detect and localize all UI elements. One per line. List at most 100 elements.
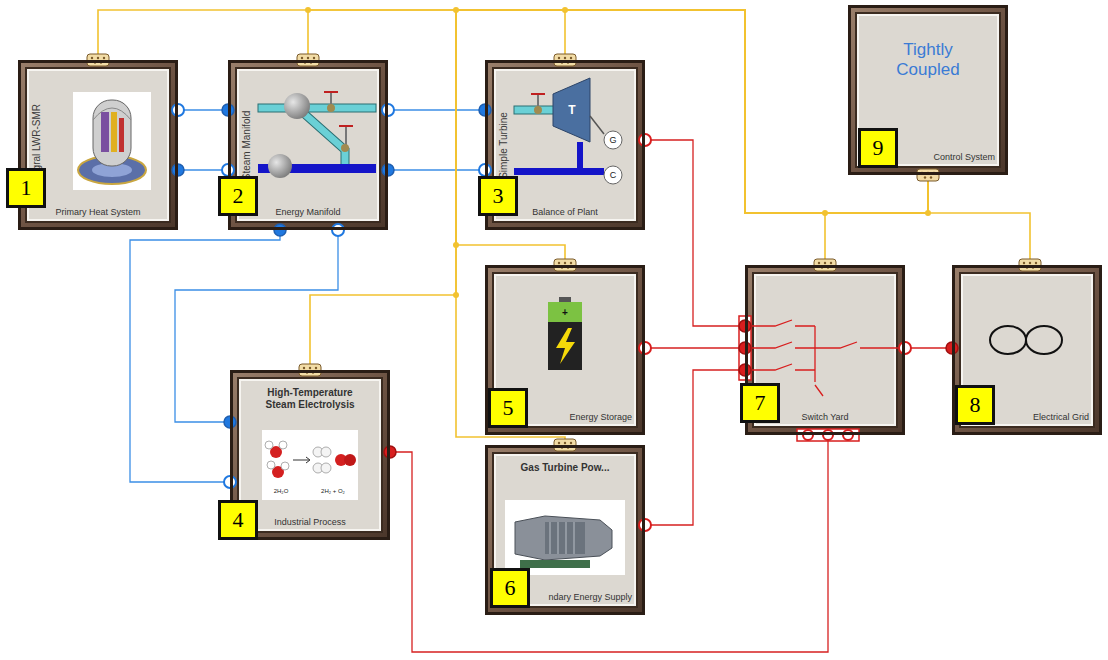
gas-turbine-illustration xyxy=(520,560,590,568)
component-type: Industrial Process xyxy=(243,517,377,528)
grid-symbol xyxy=(990,326,1062,354)
battery-illustration xyxy=(548,322,582,370)
power-port-open xyxy=(639,342,651,354)
fluid-line xyxy=(178,109,228,110)
turbine-illustration xyxy=(577,142,583,168)
battery-illustration xyxy=(556,328,575,364)
callout-number: 9 xyxy=(873,135,884,161)
turbine-illustration xyxy=(590,116,604,134)
fluid-port-open xyxy=(172,104,491,488)
turbine-illustration xyxy=(514,168,604,175)
power-line xyxy=(905,347,952,348)
callout-box: 5 xyxy=(488,388,528,428)
electrolysis-illustration xyxy=(306,457,310,463)
fluid-port-filled xyxy=(172,104,491,428)
junction-dot xyxy=(925,210,931,216)
reactor-illustration xyxy=(93,100,131,166)
callout-number: 6 xyxy=(505,575,516,601)
fluid-port-filled xyxy=(172,164,184,176)
reaction-text: 2H₂ + O₂ xyxy=(321,488,345,494)
reactor-illustration xyxy=(119,118,124,152)
switchyard-illustration xyxy=(815,342,898,348)
power-port-open xyxy=(639,134,911,531)
power-line xyxy=(390,435,828,652)
reactor-illustration xyxy=(93,108,131,120)
callout-number: 4 xyxy=(233,507,244,533)
junction-dot xyxy=(453,7,459,13)
box-frame xyxy=(848,5,1008,175)
electrolysis-illustration xyxy=(281,462,289,470)
manifold-illustration xyxy=(258,92,376,178)
manifold-illustration xyxy=(284,93,310,119)
fluid-line xyxy=(388,109,485,110)
callout-box: 7 xyxy=(740,383,780,423)
power-line xyxy=(645,370,745,525)
fluid-port-open xyxy=(332,224,344,236)
electrolysis-illustration xyxy=(321,447,331,457)
component-type: Energy Manifold xyxy=(241,207,375,218)
box-frame xyxy=(485,445,645,615)
symbol-label: 2H₂ + O₂ xyxy=(321,488,345,494)
fluid-port-open xyxy=(382,104,394,116)
callout-box: 8 xyxy=(955,385,995,425)
turbine-symbol: T xyxy=(568,103,575,117)
reactor-illustration xyxy=(101,112,109,152)
electrolysis-illustration xyxy=(344,454,356,466)
turbine-illustration xyxy=(534,106,542,114)
manifold-illustration xyxy=(339,125,353,127)
manifold-illustration xyxy=(330,92,332,106)
symbol-label: + xyxy=(562,307,568,318)
gas-turbine-illustration xyxy=(574,522,575,554)
electrolysis-illustration xyxy=(267,461,275,469)
junction-dot xyxy=(305,7,311,13)
power-port-open xyxy=(843,430,853,440)
junction-dot xyxy=(562,7,568,13)
control-line xyxy=(928,175,1030,265)
grid-symbol xyxy=(1026,326,1062,354)
junction-dot xyxy=(305,7,931,298)
turbine-illustration xyxy=(531,93,545,95)
callout-number: 5 xyxy=(503,395,514,421)
junction-dot xyxy=(822,210,828,216)
gas-turbine-illustration xyxy=(505,500,625,575)
callout-box: 9 xyxy=(858,128,898,168)
fluid-port-filled xyxy=(274,224,286,236)
power-line xyxy=(645,140,745,326)
callout-number: 1 xyxy=(21,175,32,201)
reactor-illustration xyxy=(73,92,151,190)
reactor-illustration xyxy=(73,92,151,190)
turbine-illustration xyxy=(553,78,590,142)
condenser-symbol: C xyxy=(610,170,617,180)
callout-number: 8 xyxy=(970,392,981,418)
manifold-illustration xyxy=(324,91,338,93)
reactor-illustration xyxy=(111,112,117,152)
gas-turbine-illustration xyxy=(505,500,625,575)
turbine-illustration xyxy=(604,131,622,149)
power-port-open xyxy=(639,519,651,531)
electrolysis-illustration xyxy=(321,463,331,473)
component-type: Balance of Plant xyxy=(498,207,632,218)
turbine-illustration xyxy=(514,106,556,114)
electrolysis-illustration xyxy=(262,430,358,500)
control-line xyxy=(825,175,928,265)
power-port-open xyxy=(899,342,911,354)
switchyard-illustration xyxy=(752,364,815,370)
gas-turbine-illustration xyxy=(550,522,551,554)
gas-turbine-illustration xyxy=(515,516,612,560)
box-frame xyxy=(485,265,645,435)
switchyard-illustration xyxy=(752,342,815,348)
callout-number: 2 xyxy=(233,183,244,209)
fluid-line xyxy=(130,230,280,482)
gas-turbine-illustration xyxy=(545,522,585,554)
component-heading: Gas Turbine Pow... xyxy=(508,462,622,474)
control-line xyxy=(308,10,928,213)
generator-symbol: G xyxy=(609,135,616,145)
power-port-open xyxy=(639,134,651,146)
manifold-illustration xyxy=(327,104,335,112)
switchyard-illustration xyxy=(815,370,823,396)
manifold-illustration xyxy=(258,104,376,112)
callout-number: 3 xyxy=(493,183,504,209)
control-line xyxy=(565,10,928,213)
